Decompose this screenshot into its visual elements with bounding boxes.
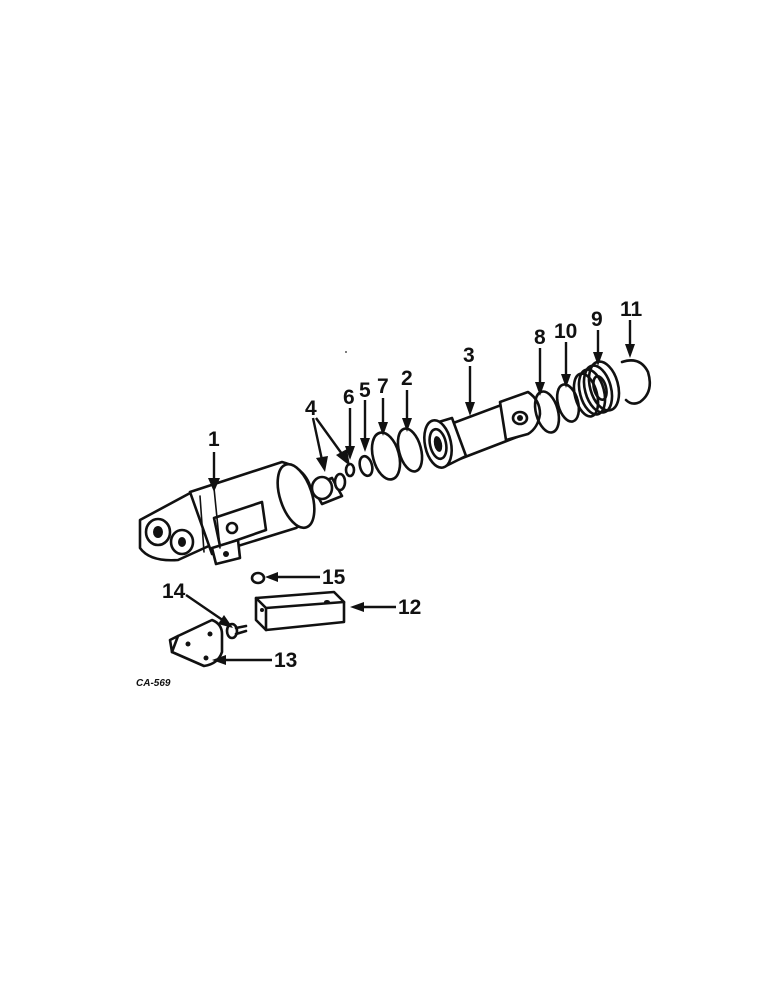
part-1-cylinder-barrel: [138, 460, 316, 566]
part-10-backup-ring: [555, 383, 581, 423]
callout-3: 3: [463, 344, 475, 367]
callout-13: 13: [274, 649, 297, 672]
callout-14: 14: [162, 580, 186, 603]
callout-7: 7: [377, 375, 389, 398]
callout-8: 8: [534, 326, 546, 349]
part-9-gland: [572, 360, 621, 418]
part-14-bolt: [225, 622, 248, 640]
callout-10: 10: [554, 320, 577, 343]
part-2-o-ring: [396, 427, 424, 473]
part-15-washer: [250, 571, 266, 585]
callout-12: 12: [398, 596, 421, 619]
part-3-piston-rod: [423, 390, 542, 469]
diagram-code: CA-569: [136, 678, 171, 689]
part-5-o-ring: [358, 454, 374, 478]
callout-9: 9: [591, 308, 603, 331]
part-12-stop-block: [254, 590, 346, 632]
part-6-seal: [344, 462, 356, 478]
callout-labels: 1 2 3 4 5 6 7 8 9 10 11 12 13 14 15: [162, 298, 643, 672]
leader-arrows: [185, 320, 635, 665]
part-11-snap-ring: [620, 359, 652, 405]
callout-2: 2: [401, 367, 413, 390]
scan-speck: [345, 351, 347, 353]
callout-6: 6: [343, 386, 355, 409]
callout-15: 15: [322, 566, 346, 589]
part-8-o-ring: [533, 390, 561, 434]
callout-1: 1: [208, 428, 220, 451]
callout-11: 11: [620, 298, 643, 321]
part-13-bracket: [168, 618, 224, 668]
callout-4: 4: [305, 397, 317, 420]
callout-5: 5: [359, 379, 371, 402]
part-4-plug: [310, 472, 347, 506]
